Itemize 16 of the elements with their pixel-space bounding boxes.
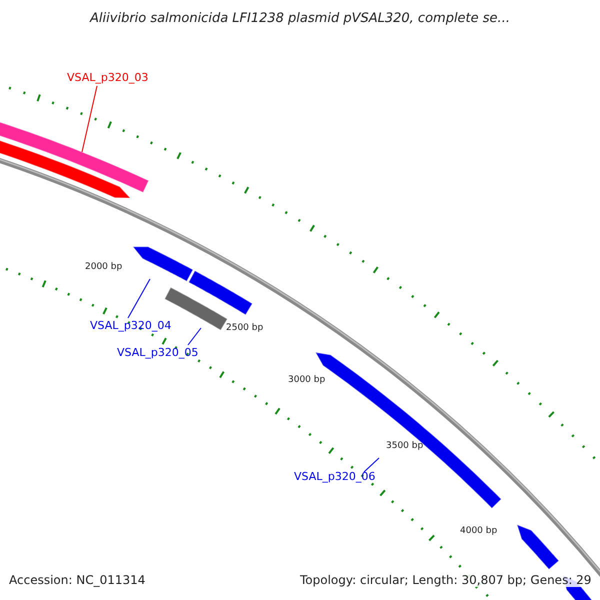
tick-label: 3500 bp bbox=[386, 440, 424, 453]
accession-text: Accession: NC_011314 bbox=[9, 574, 146, 587]
leader-line bbox=[128, 278, 150, 318]
tick-label: 2500 bp bbox=[226, 322, 264, 335]
gene-label: VSAL_p320_04 bbox=[90, 319, 172, 332]
summary-text: Topology: circular; Length: 30,807 bp; Genes: 29 bbox=[300, 574, 592, 587]
tick-label: 3000 bp bbox=[288, 374, 326, 387]
tick-label: 2000 bp bbox=[85, 261, 122, 274]
gene-label: VSAL_p320_05 bbox=[117, 346, 198, 359]
leader-line bbox=[364, 458, 380, 472]
leader-line bbox=[188, 328, 202, 346]
tick-label: 4000 bp bbox=[460, 525, 498, 538]
map-title: Aliivibrio salmonicida LFI1238 plasmid pVSAL320, complete se... bbox=[88, 12, 511, 25]
leader-line bbox=[82, 86, 98, 152]
gene-label: VSAL_p320_06 bbox=[294, 470, 376, 483]
gene-label: VSAL_p320_03 bbox=[67, 71, 148, 84]
